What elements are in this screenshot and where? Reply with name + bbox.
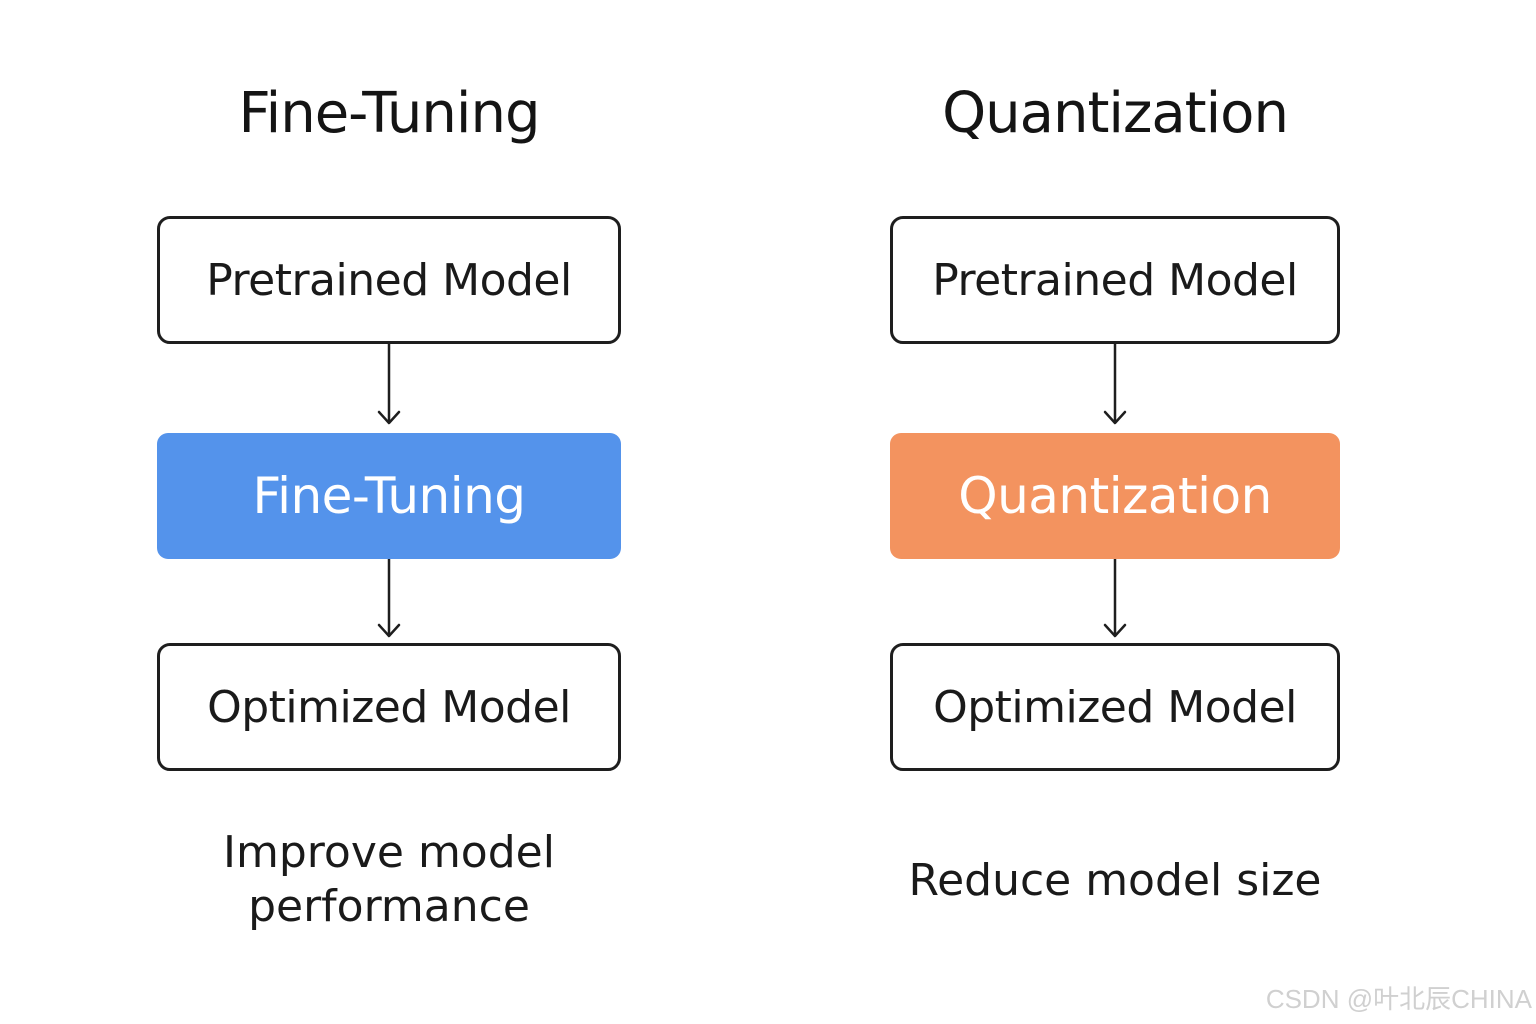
fine-tuning-arrow-2 bbox=[377, 559, 401, 638]
quantization-column: Quantization Pretrained Model Quantizati… bbox=[890, 0, 1340, 1024]
fine-tuning-optimized-model-box: Optimized Model bbox=[157, 643, 621, 771]
fine-tuning-process-box: Fine-Tuning bbox=[157, 433, 621, 559]
quantization-optimized-model-box: Optimized Model bbox=[890, 643, 1340, 771]
fine-tuning-arrow-1 bbox=[377, 344, 401, 425]
fine-tuning-caption-line-1: Improve model bbox=[223, 827, 555, 878]
watermark: CSDN @叶北辰CHINA bbox=[1265, 984, 1532, 1014]
fine-tuning-caption-line-2: performance bbox=[248, 881, 530, 932]
quantization-caption: Reduce model size bbox=[908, 855, 1322, 906]
fine-tuning-title: Fine-Tuning bbox=[238, 81, 541, 146]
fine-tuning-caption: Improve model performance bbox=[117, 826, 661, 934]
fine-tuning-pretrained-model-box: Pretrained Model bbox=[157, 216, 621, 344]
quantization-process-box: Quantization bbox=[890, 433, 1340, 559]
quantization-title: Quantization bbox=[942, 81, 1289, 146]
fine-tuning-column: Fine-Tuning Pretrained Model Fine-Tuning… bbox=[157, 0, 621, 1024]
quantization-pretrained-model-box: Pretrained Model bbox=[890, 216, 1340, 344]
quantization-arrow-1 bbox=[1103, 344, 1127, 425]
quantization-arrow-2 bbox=[1103, 559, 1127, 638]
